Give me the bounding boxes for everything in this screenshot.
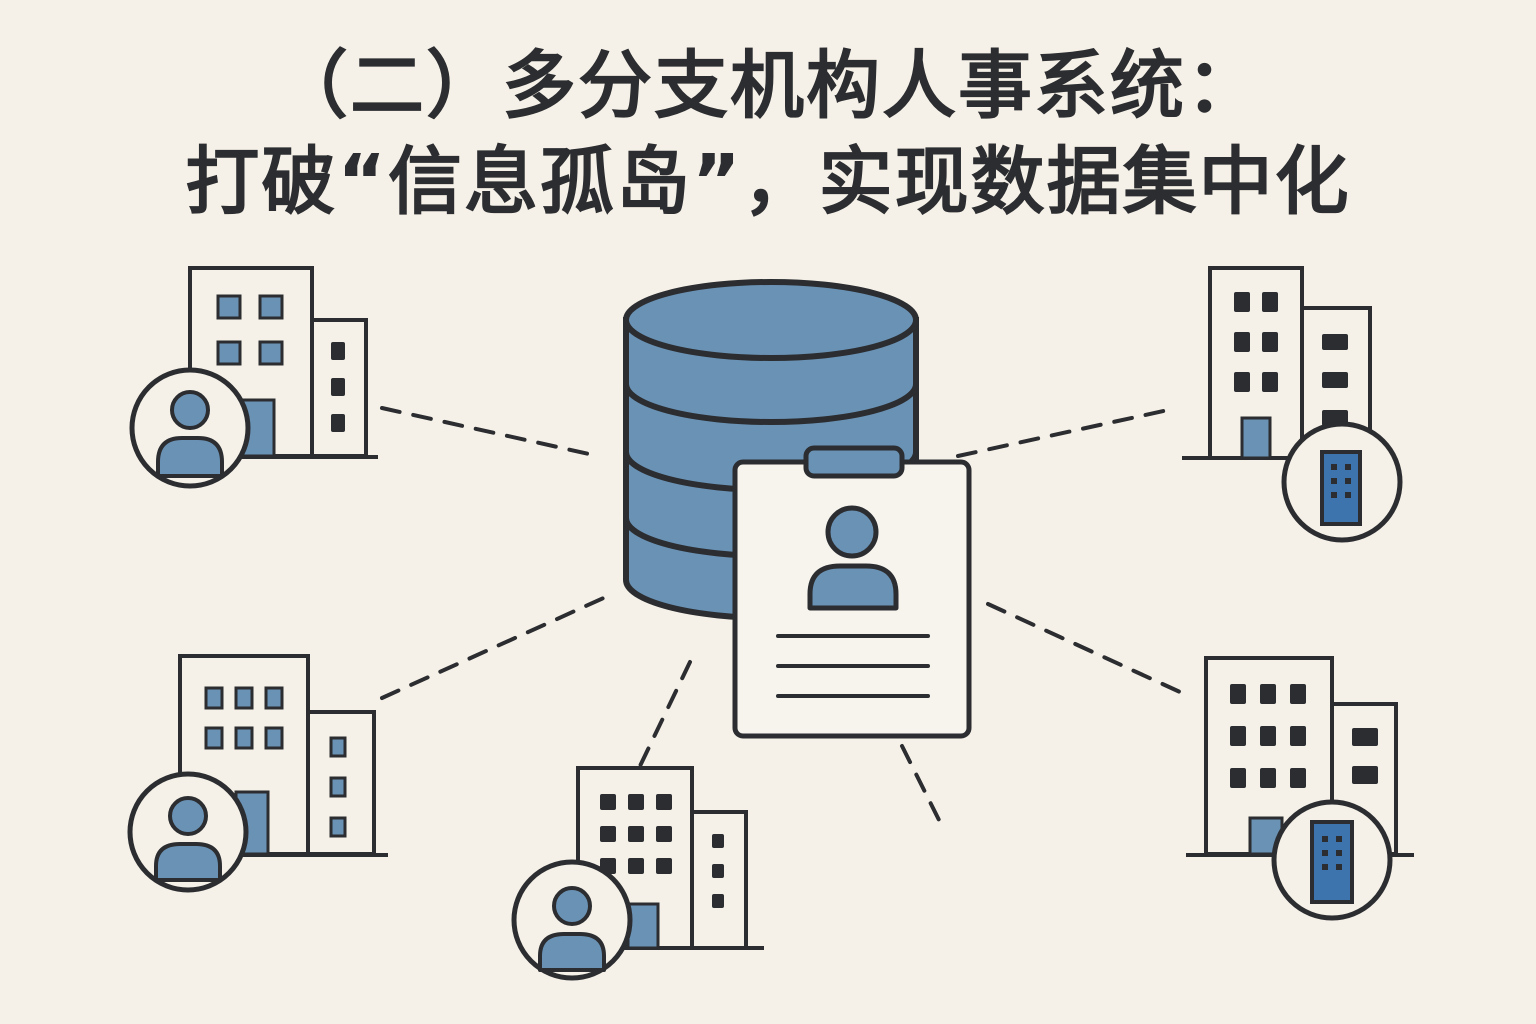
- person-avatar-icon: [127, 771, 249, 893]
- connector-bottom-right: [986, 602, 1182, 694]
- connector-lines: [380, 406, 1182, 824]
- title-line-1: （二）多分支机构人事系统：: [274, 43, 1262, 129]
- connector-top-left: [380, 406, 600, 458]
- connector-top-right: [956, 408, 1170, 458]
- branch-middle-left: [127, 654, 388, 893]
- building-badge-icon: [1271, 799, 1393, 921]
- person-avatar-icon: [511, 859, 633, 981]
- branch-bottom-right: [1186, 656, 1414, 921]
- building-badge-icon: [1281, 421, 1403, 543]
- branch-top-right: [1182, 266, 1403, 543]
- branch-bottom-center: [511, 766, 764, 981]
- branch-top-left: [129, 266, 378, 489]
- person-avatar-icon: [129, 367, 251, 489]
- title-line-2: 打破“信息孤岛”，实现数据集中化: [185, 139, 1351, 225]
- employee-profile-card-icon: [732, 445, 972, 739]
- connector-card-bottom: [900, 744, 942, 824]
- connector-bottom-left: [380, 594, 610, 700]
- connector-bottom-center: [638, 660, 692, 768]
- page-title: （二）多分支机构人事系统： 打破“信息孤岛”，实现数据集中化: [0, 38, 1536, 230]
